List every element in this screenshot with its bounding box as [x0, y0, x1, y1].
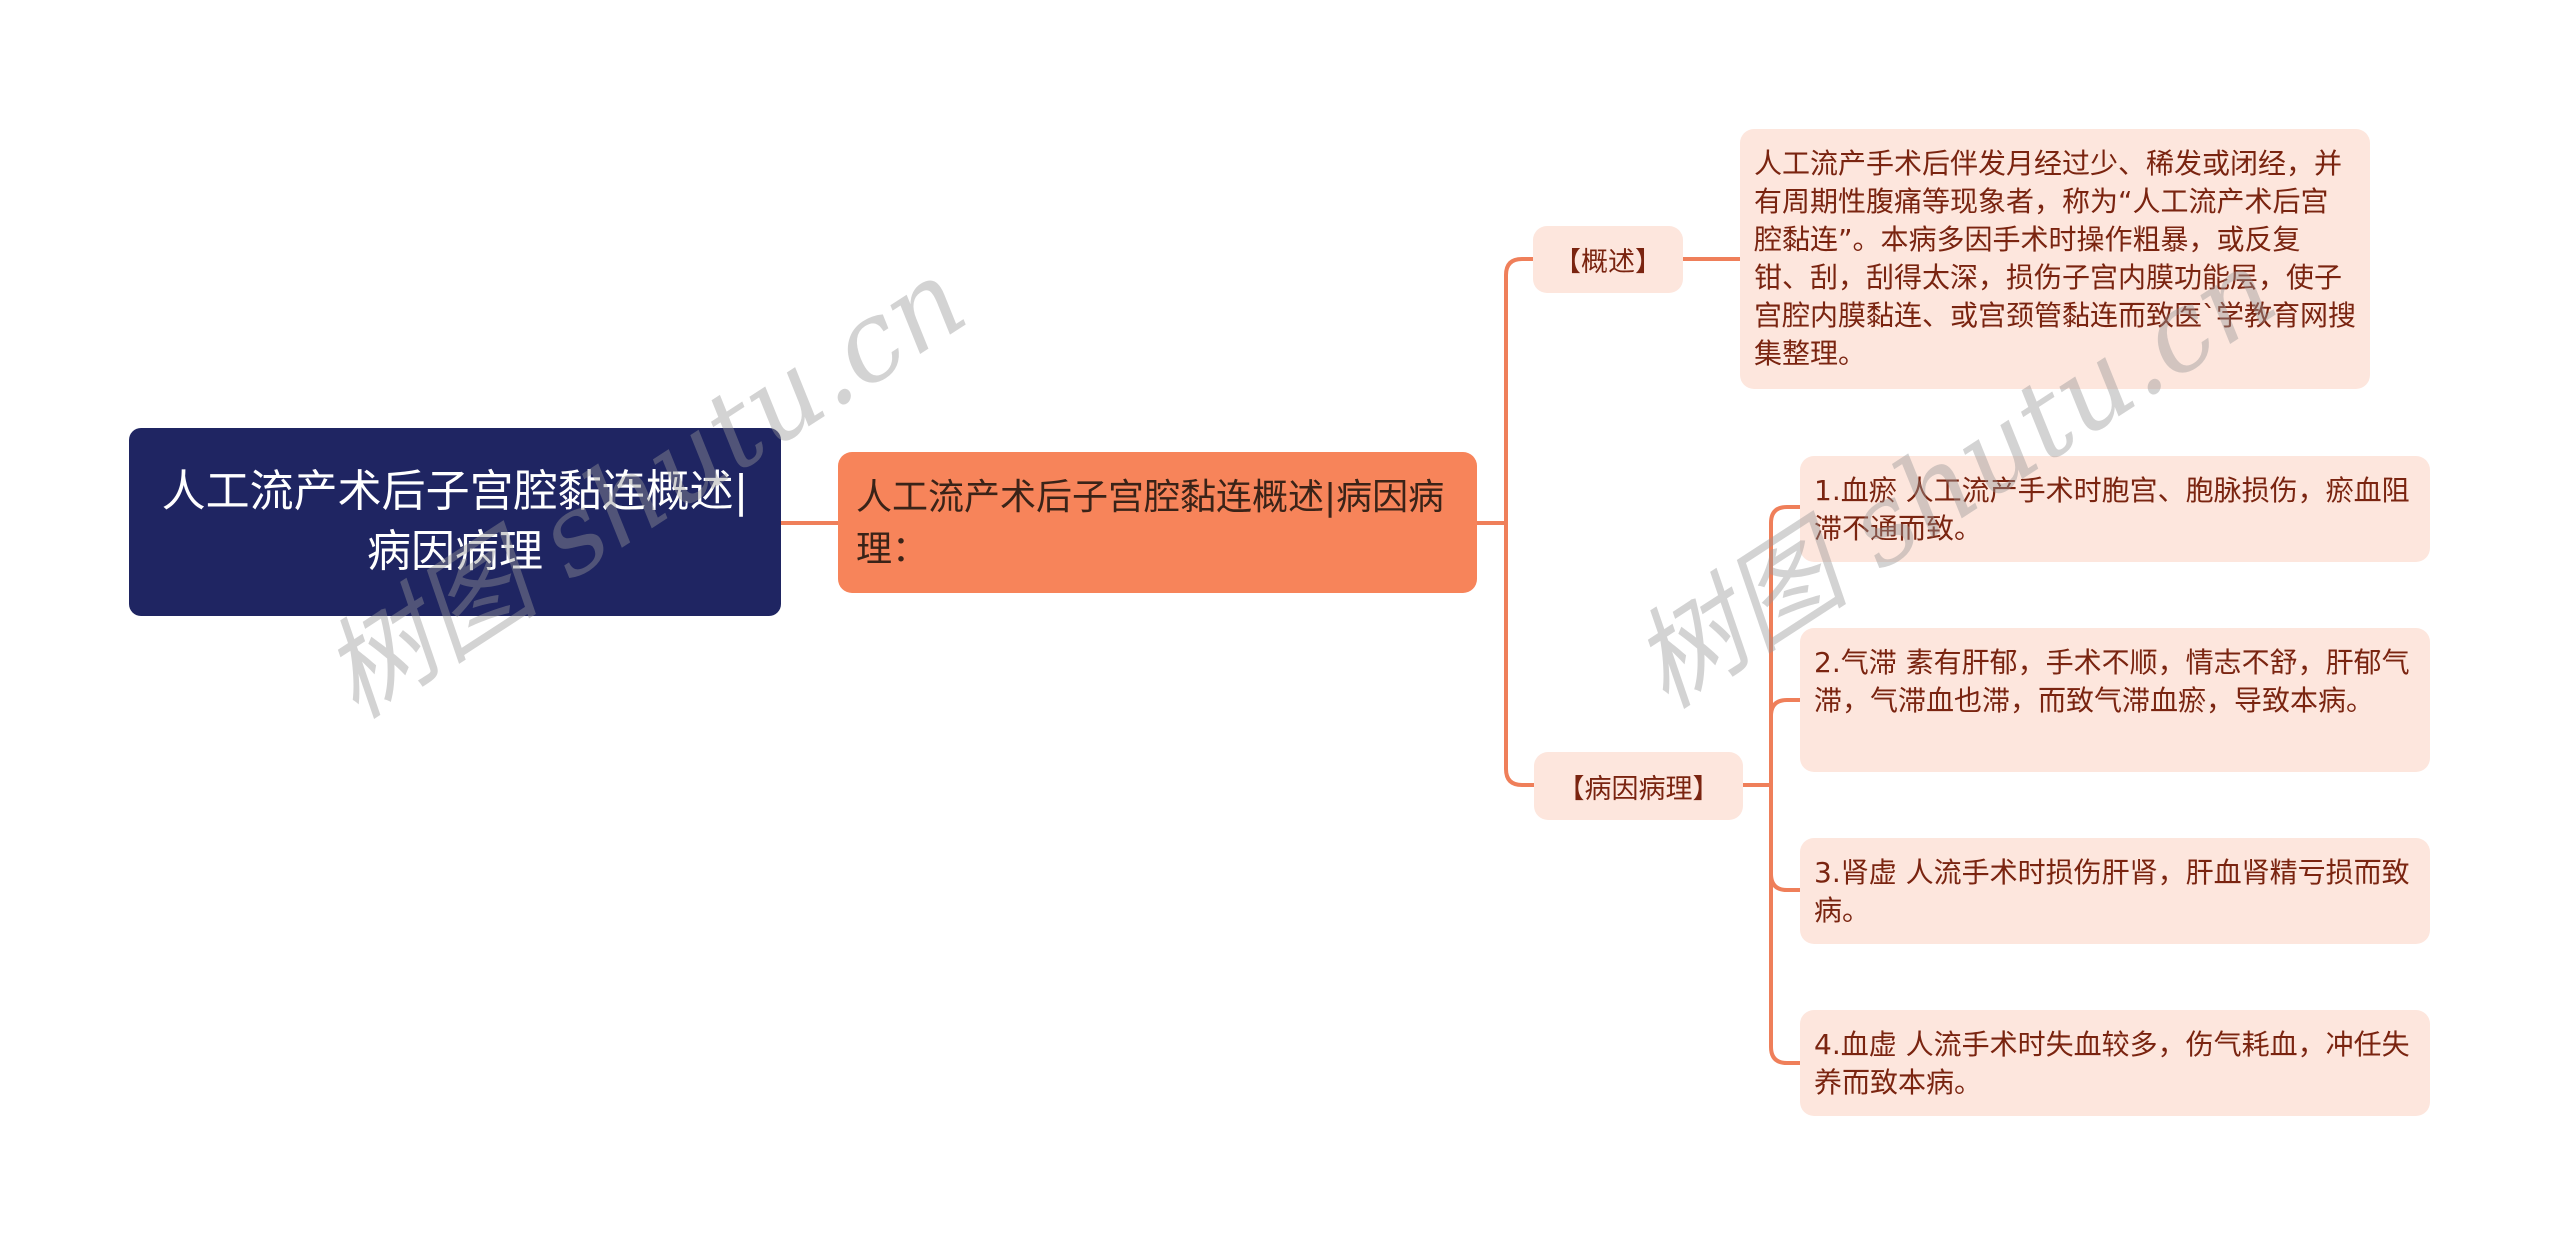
- root-title: 人工流产术后子宫腔黏连概述|病因病理: [161, 466, 749, 577]
- leaf-blood-deficiency[interactable]: 4.血虚 人流手术时失血较多，伤气耗血，冲任失养而致本病。: [1800, 1010, 2430, 1116]
- branch-etiology-label: 【病因病理】: [1557, 773, 1720, 805]
- center-node[interactable]: 人工流产术后子宫腔黏连概述|病因病理：: [838, 452, 1477, 593]
- root-node[interactable]: 人工流产术后子宫腔黏连概述|病因病理: [129, 428, 781, 616]
- branch-overview-label: 【概述】: [1554, 247, 1662, 278]
- overview-text: 人工流产手术后伴发月经过少、稀发或闭经，并有周期性腹痛等现象者，称为“人工流产术…: [1754, 147, 2357, 370]
- branch-overview[interactable]: 【概述】: [1533, 226, 1683, 293]
- overview-text-node[interactable]: 人工流产手术后伴发月经过少、稀发或闭经，并有周期性腹痛等现象者，称为“人工流产术…: [1740, 129, 2370, 389]
- leaf-kidney-deficiency[interactable]: 3.肾虚 人流手术时损伤肝肾，肝血肾精亏损而致病。: [1800, 838, 2430, 944]
- leaf-text: 1.血瘀 人工流产手术时胞宫、胞脉损伤，瘀血阻滞不通而致。: [1814, 474, 2410, 545]
- leaf-qi-stagnation[interactable]: 2.气滞 素有肝郁，手术不顺，情志不舒，肝郁气滞，气滞血也滞，而致气滞血瘀，导致…: [1800, 628, 2430, 772]
- leaf-text: 3.肾虚 人流手术时损伤肝肾，肝血肾精亏损而致病。: [1814, 856, 2410, 927]
- leaf-text: 2.气滞 素有肝郁，手术不顺，情志不舒，肝郁气滞，气滞血也滞，而致气滞血瘀，导致…: [1814, 646, 2410, 717]
- leaf-blood-stasis[interactable]: 1.血瘀 人工流产手术时胞宫、胞脉损伤，瘀血阻滞不通而致。: [1800, 456, 2430, 562]
- branch-etiology[interactable]: 【病因病理】: [1534, 752, 1743, 820]
- center-title: 人工流产术后子宫腔黏连概述|病因病理：: [856, 477, 1445, 570]
- leaf-text: 4.血虚 人流手术时失血较多，伤气耗血，冲任失养而致本病。: [1814, 1028, 2410, 1099]
